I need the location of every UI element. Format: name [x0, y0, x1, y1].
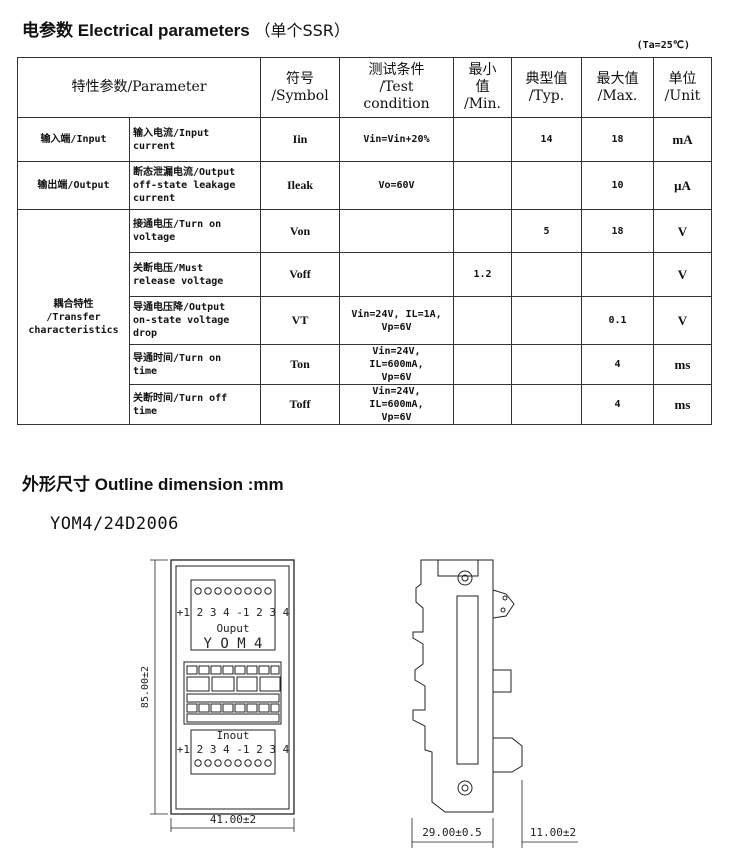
width-dimension-label: 41.00±2: [210, 813, 256, 826]
max-cell: 0.1: [581, 296, 654, 345]
unit-cell: mA: [653, 117, 712, 162]
relay-array: [186, 665, 281, 723]
unit-cell: V: [653, 252, 712, 297]
min-cell: [453, 161, 512, 210]
min-cell: [453, 117, 512, 162]
typ-cell: 5: [511, 209, 582, 253]
header-min: 最小 值 /Min.: [453, 57, 512, 118]
side-latch: [492, 589, 515, 619]
front-input-label: Inout: [216, 729, 249, 742]
header-test-condition: 测试条件 /Test condition: [339, 57, 454, 118]
unit-cell: ms: [653, 384, 712, 425]
table-header-row: 特性参数/Parameter 符号 /Symbol 测试条件 /Test con…: [17, 57, 712, 118]
top-terminal-block: [190, 579, 276, 651]
group-transfer: 耦合特性 /Transfer characteristics: [17, 209, 130, 425]
param-cell: 导通电压降/Output on-state voltage drop: [129, 296, 261, 345]
component-area: [183, 661, 282, 725]
param-cell: 导通时间/Turn on time: [129, 344, 261, 385]
header-unit: 单位 /Unit: [653, 57, 712, 118]
min-cell: [453, 384, 512, 425]
table-row: 耦合特性 /Transfer characteristics 接通电压/Turn…: [17, 209, 712, 425]
side-top-screw: [457, 570, 473, 586]
side-view: [411, 559, 578, 848]
min-cell: [453, 344, 512, 385]
max-cell: [581, 252, 654, 297]
group-output: 输出端/Output: [17, 161, 130, 210]
table-row: 关断时间/Turn off time Toff Vin=24V, IL=600m…: [18, 384, 712, 425]
height-dimension-label: 85.00±2: [140, 666, 151, 708]
side-top-clip: [437, 559, 479, 577]
front-terminal-numbers-bottom: +1 2 3 4 -1 2 3 4: [177, 743, 290, 756]
table-row: 关断电压/Must release voltage Voff 1.2 V: [18, 252, 712, 297]
param-cell: 关断时间/Turn off time: [129, 384, 261, 425]
model-number: YOM4/24D2006: [50, 514, 179, 534]
typ-cell: [511, 384, 582, 425]
param-cell: 接通电压/Turn on voltage: [129, 209, 261, 253]
front-terminal-numbers-top: +1 2 3 4 -1 2 3 4: [177, 606, 290, 619]
side-connector: [492, 669, 512, 693]
typ-cell: [511, 344, 582, 385]
parameter-table: 特性参数/Parameter 符号 /Symbol 测试条件 /Test con…: [17, 57, 712, 425]
test-cell: [339, 209, 454, 253]
front-view: [150, 559, 295, 832]
param-cell: 断态泄漏电流/Output off-state leakage current: [129, 161, 261, 210]
test-condition-note: (Ta=25℃): [636, 40, 690, 51]
max-cell: 18: [581, 209, 654, 253]
front-inner-frame: [175, 565, 290, 810]
min-cell: [453, 209, 512, 253]
section-outline-title: 外形尺寸 Outline dimension :mm: [22, 475, 284, 495]
test-cell: [339, 252, 454, 297]
test-cell: Vin=24V, IL=600mA, Vp=6V: [339, 384, 454, 425]
symbol-cell: Ileak: [260, 161, 340, 210]
side-din-rail-profile: [412, 559, 494, 813]
max-cell: 18: [581, 117, 654, 162]
table-row: 输出端/Output 断态泄漏电流/Output off-state leaka…: [17, 161, 712, 210]
test-cell: Vo=60V: [339, 161, 454, 210]
depth-dimension-label: 29.00±0.5: [422, 826, 482, 839]
bottom-terminal-block: [190, 729, 276, 775]
test-cell: Vin=24V, IL=600mA, Vp=6V: [339, 344, 454, 385]
symbol-cell: Iin: [260, 117, 340, 162]
symbol-cell: Voff: [260, 252, 340, 297]
front-output-label: Ouput: [216, 622, 249, 635]
side-bottom-tab: [493, 737, 523, 773]
symbol-cell: Toff: [260, 384, 340, 425]
group-input: 输入端/Input: [17, 117, 130, 162]
max-cell: 4: [581, 384, 654, 425]
typ-cell: 14: [511, 117, 582, 162]
test-cell: Vin=Vin+20%: [339, 117, 454, 162]
table-row: 输入端/Input 输入电流/Input current Iin Vin=Vin…: [17, 117, 712, 162]
test-cell: Vin=24V, IL=1A, Vp=6V: [339, 296, 454, 345]
typ-cell: [511, 296, 582, 345]
top-screw-row: [194, 587, 272, 595]
side-bottom-screw: [457, 780, 473, 796]
front-model-label: Y O M 4: [203, 636, 262, 652]
unit-cell: μA: [653, 161, 712, 210]
min-cell: [453, 296, 512, 345]
front-outer-frame: [170, 559, 295, 815]
header-max: 最大值 /Max.: [581, 57, 654, 118]
header-symbol: 符号 /Symbol: [260, 57, 340, 118]
unit-cell: ms: [653, 344, 712, 385]
unit-cell: V: [653, 296, 712, 345]
typ-cell: [511, 252, 582, 297]
param-cell: 输入电流/Input current: [129, 117, 261, 162]
max-cell: 4: [581, 344, 654, 385]
param-cell: 关断电压/Must release voltage: [129, 252, 261, 297]
max-cell: 10: [581, 161, 654, 210]
section-electrical-title: 电参数 Electrical parameters （单个SSR）: [22, 21, 350, 41]
symbol-cell: Von: [260, 209, 340, 253]
side-dimension-label: 11.00±2: [530, 826, 576, 839]
header-parameter: 特性参数/Parameter: [17, 57, 261, 118]
header-typ: 典型值 /Typ.: [511, 57, 582, 118]
side-module-body: [456, 595, 479, 765]
min-cell: 1.2: [453, 252, 512, 297]
unit-cell: V: [653, 209, 712, 253]
symbol-cell: VT: [260, 296, 340, 345]
symbol-cell: Ton: [260, 344, 340, 385]
bottom-screw-row: [194, 759, 272, 767]
typ-cell: [511, 161, 582, 210]
outline-drawing: +1 2 3 4 -1 2 3 4 Ouput Y O M 4 Inout +1…: [140, 559, 578, 848]
